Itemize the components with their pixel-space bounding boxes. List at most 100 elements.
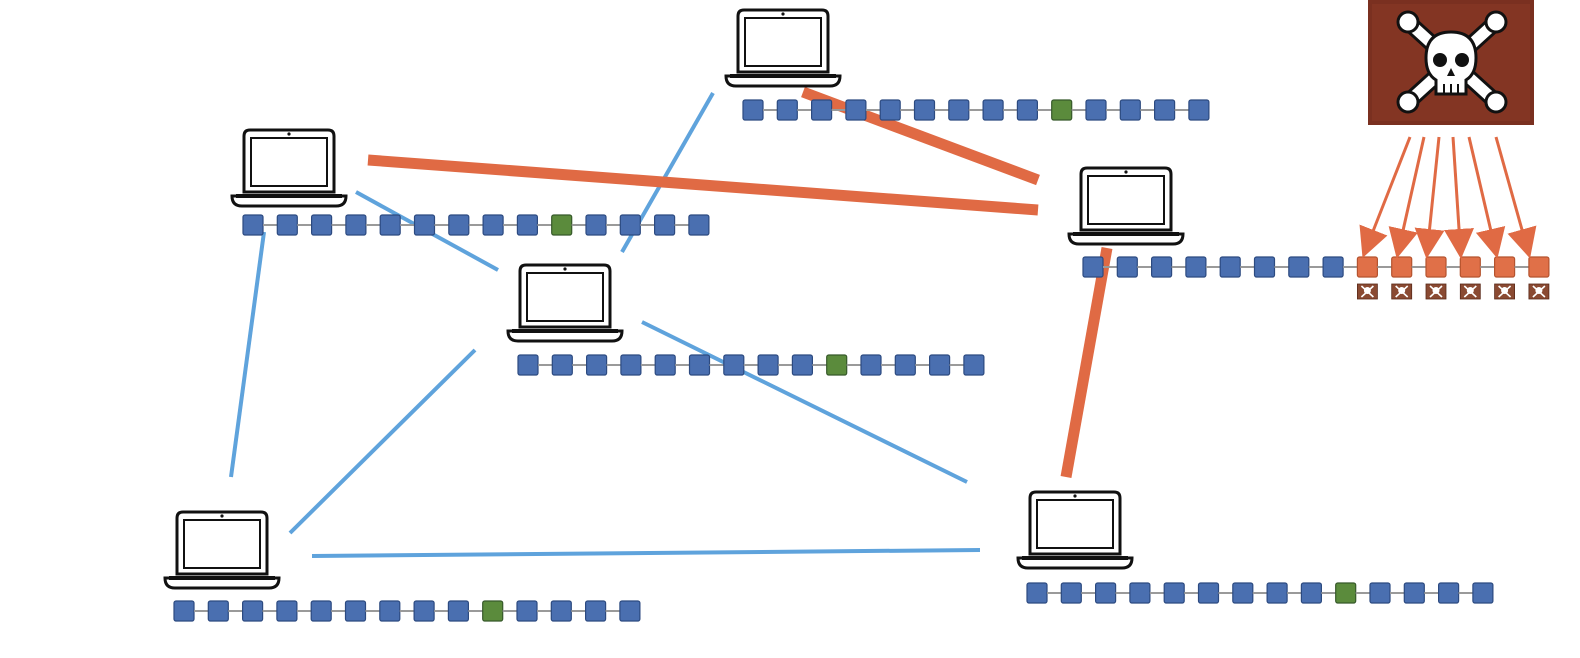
attacker-block <box>1356 256 1379 278</box>
block <box>757 354 779 376</box>
block <box>345 214 367 236</box>
skull-crossbones-icon <box>1368 0 1534 125</box>
mini-skull-icon <box>1459 283 1481 300</box>
attacker-block <box>1528 256 1550 278</box>
arrow-icon <box>1388 136 1426 259</box>
block <box>551 354 573 376</box>
block <box>948 99 970 121</box>
block <box>1016 99 1039 121</box>
highlighted-block <box>482 600 504 622</box>
block <box>1188 99 1210 121</box>
block <box>1232 582 1254 604</box>
block <box>585 354 608 376</box>
highlighted-block <box>826 354 848 376</box>
mini-skull-icon <box>1528 283 1550 300</box>
block <box>963 354 985 376</box>
block <box>810 99 833 121</box>
block <box>928 354 951 376</box>
node-lower-right <box>1016 490 1494 604</box>
block <box>1437 582 1460 604</box>
mini-skull-icon <box>1357 283 1378 300</box>
mini-skull-icon <box>1494 283 1515 300</box>
blockchain <box>1082 256 1550 300</box>
nodes-layer <box>163 8 1550 622</box>
laptop-icon <box>1067 166 1185 246</box>
attacker-link <box>1060 247 1113 478</box>
block <box>688 354 711 376</box>
laptop-icon <box>163 510 281 590</box>
arrow-icon <box>1359 136 1412 258</box>
block <box>860 354 882 376</box>
block <box>482 214 504 236</box>
block <box>173 600 195 622</box>
block <box>1219 256 1241 278</box>
highlighted-block <box>551 214 573 236</box>
block <box>1026 582 1048 604</box>
block <box>1094 582 1117 604</box>
block <box>517 354 539 376</box>
node-lower-left <box>163 510 641 622</box>
block <box>619 600 641 622</box>
laptop-icon <box>230 128 348 208</box>
block <box>242 214 264 236</box>
block <box>276 600 298 622</box>
block <box>585 214 607 236</box>
laptop-icon <box>506 263 624 343</box>
attacker-block <box>1391 256 1413 278</box>
block <box>1472 582 1494 604</box>
attacker-block <box>1425 256 1447 278</box>
block <box>845 99 867 121</box>
attacker-block <box>1493 256 1516 278</box>
block <box>982 99 1004 121</box>
node-top <box>724 8 1210 121</box>
block <box>620 354 642 376</box>
block <box>242 600 264 622</box>
block <box>413 600 435 622</box>
block <box>742 99 764 121</box>
links-layer <box>229 86 1113 558</box>
block <box>516 214 539 236</box>
block <box>723 354 745 376</box>
block <box>1119 99 1141 121</box>
mini-skull-icon <box>1391 283 1413 300</box>
arrow-icon <box>1444 136 1474 259</box>
block <box>1253 256 1276 278</box>
peer-link <box>311 548 981 558</box>
highlighted-block <box>1335 582 1357 604</box>
arrow-icon <box>1414 136 1445 259</box>
block <box>1288 256 1310 278</box>
peer-link <box>229 231 266 478</box>
block <box>1185 256 1207 278</box>
blockchain <box>742 99 1210 121</box>
block <box>413 214 436 236</box>
block <box>1266 582 1288 604</box>
block <box>654 354 676 376</box>
block <box>1322 256 1344 278</box>
peer-link <box>288 348 477 535</box>
block <box>310 600 332 622</box>
block <box>1085 99 1107 121</box>
block <box>1153 99 1176 121</box>
blockchain <box>1026 582 1494 604</box>
block <box>1060 582 1082 604</box>
attacker-link <box>367 154 1039 216</box>
block <box>913 99 936 121</box>
block <box>550 600 572 622</box>
block <box>653 214 676 236</box>
block <box>344 600 367 622</box>
block <box>1116 256 1138 278</box>
block <box>379 214 401 236</box>
blockchain <box>242 214 710 236</box>
block <box>311 214 333 236</box>
blockchain <box>173 600 641 622</box>
block <box>1129 582 1151 604</box>
laptop-icon <box>724 8 842 88</box>
block <box>1197 582 1220 604</box>
block <box>791 354 814 376</box>
arrow-icon <box>1467 136 1506 259</box>
block <box>1150 256 1173 278</box>
attacker-layer <box>1359 0 1537 259</box>
block <box>619 214 641 236</box>
block <box>379 600 401 622</box>
